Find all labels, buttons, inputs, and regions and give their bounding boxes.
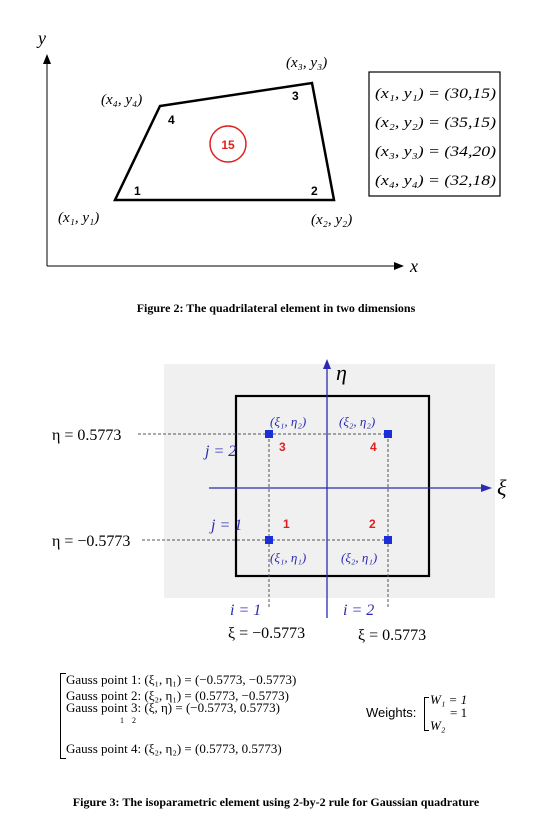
gauss-point-marker-3 — [265, 430, 273, 438]
gauss-point-number-4: 4 — [370, 440, 377, 454]
x-axis-arrowhead — [394, 262, 404, 270]
gauss-point-label-3: (ξ₁, η₂) — [270, 414, 306, 429]
i2-label: i = 2 — [343, 602, 374, 619]
weight-2-value: = 1 — [450, 705, 468, 720]
natural-coordinate-square — [234, 394, 431, 578]
coordinates-row-1: (x₁, y₁) = (30,15) — [375, 86, 496, 102]
gauss-point-number-3: 3 — [279, 440, 286, 454]
gauss-point-4-row: Gauss point 4: (ξ₂, η₂) = (0.5773, 0.577… — [66, 741, 282, 756]
xi-axis-arrowhead — [481, 484, 492, 492]
coordinates-row-3: (x₃, y₃) = (34,20) — [375, 144, 496, 160]
gauss-point-number-2: 2 — [369, 517, 376, 531]
eta-axis-label: η — [336, 360, 347, 385]
xi-axis-label: ξ — [497, 475, 507, 500]
i1-label: i = 1 — [230, 602, 261, 619]
weight-2-symbol: W₂ — [430, 718, 446, 733]
weights-brace — [424, 697, 429, 731]
weight-1: W₁ = 1 — [430, 692, 468, 707]
figure-2: y x 15 1 2 3 4 (x₁, y₁) (x₂, y₂) (x₃, y₃… — [36, 28, 501, 315]
gauss-point-3-subscripts: 1 2 — [120, 716, 136, 725]
y-axis-arrowhead — [43, 54, 51, 64]
eta-bottom-value: η = −0.5773 — [52, 533, 130, 550]
xi-left-value: ξ = −0.5773 — [228, 625, 305, 642]
coordinates-row-2: (x₂, y₂) = (35,15) — [375, 115, 496, 131]
j2-label: j = 2 — [203, 443, 236, 460]
node-label-3: (x₃, y₃) — [286, 55, 327, 71]
gauss-point-1-row: Gauss point 1: (ξ₁, η₁) = (−0.5773, −0.5… — [66, 672, 297, 687]
node-number-1: 1 — [134, 184, 141, 198]
figure-3-background-panel — [164, 364, 495, 598]
coordinates-row-4: (x₄, y₄) = (32,18) — [375, 173, 496, 189]
x-axis-label: x — [409, 256, 418, 276]
xi-right-value: ξ = 0.5773 — [358, 627, 426, 644]
gauss-point-label-1: (ξ₁, η₁) — [270, 550, 306, 565]
gauss-points-brace — [60, 673, 66, 759]
figure-3-caption: Figure 3: The isoparametric element usin… — [72, 795, 480, 809]
gauss-point-number-1: 1 — [283, 517, 290, 531]
coordinates-box — [368, 71, 501, 197]
gauss-point-marker-2 — [384, 536, 392, 544]
eta-axis-arrowhead — [323, 359, 331, 369]
node-label-4: (x₄, y₄) — [101, 92, 142, 108]
element-number-circle — [209, 125, 247, 163]
node-label-2: (x₂, y₂) — [311, 212, 352, 228]
gauss-point-marker-4 — [384, 430, 392, 438]
weights-label: Weights: — [366, 705, 417, 720]
y-axis-label: y — [36, 28, 46, 48]
node-number-3: 3 — [292, 89, 299, 103]
gauss-point-label-4: (ξ₂, η₂) — [339, 414, 375, 429]
element-number: 15 — [221, 138, 235, 152]
j1-label: j = 1 — [209, 517, 242, 534]
gauss-point-label-2: (ξ₂, η₁) — [341, 550, 377, 565]
figure-2-caption: Figure 2: The quadrilateral element in t… — [137, 301, 416, 315]
quadrilateral-element — [113, 81, 336, 202]
gauss-point-marker-1 — [265, 536, 273, 544]
gauss-point-2-row: Gauss point 2: (ξ₂, η₁) = (0.5773, −0.57… — [66, 688, 289, 703]
node-label-1: (x₁, y₁) — [58, 210, 99, 226]
node-number-2: 2 — [311, 184, 318, 198]
gauss-point-3-row: Gauss point 3: (ξ, η) = (−0.5773, 0.5773… — [66, 700, 280, 715]
eta-top-value: η = 0.5773 — [52, 427, 121, 444]
figure-3: ξ η 1 2 3 4 (ξ₁, η₁) (ξ₂, η₁) (ξ₁, η₂) (… — [52, 359, 507, 644]
node-number-4: 4 — [168, 113, 175, 127]
